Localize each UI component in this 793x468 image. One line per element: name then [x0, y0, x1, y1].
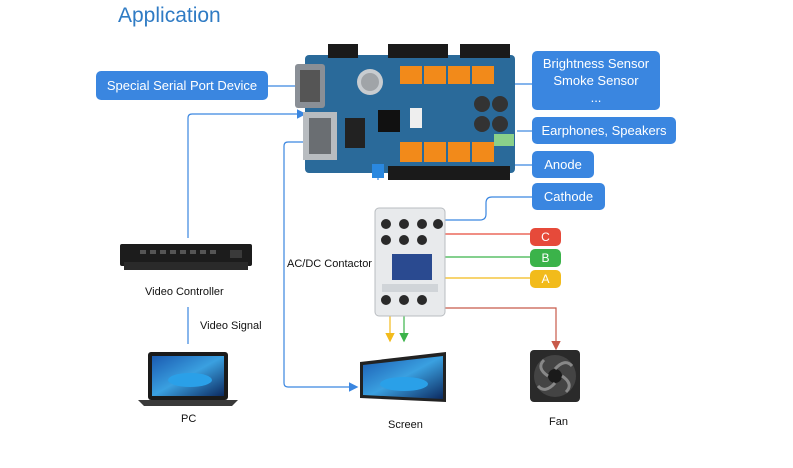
video-controller-device [120, 244, 252, 270]
brightness-sensor-label: Brightness Sensor [542, 56, 650, 71]
anode-box: Anode [532, 151, 594, 178]
phase-b-pill: B [530, 249, 561, 267]
sensor-box: Brightness Sensor Smoke Sensor ... [532, 51, 660, 110]
earphones-speakers-box: Earphones, Speakers [532, 117, 676, 144]
video-signal-label: Video Signal [200, 320, 262, 332]
phase-a-pill: A [530, 270, 561, 288]
fan-device [530, 350, 580, 402]
contactor-device [374, 207, 446, 317]
sensor-more-label: ... [590, 90, 602, 105]
pc-laptop [138, 352, 238, 406]
phase-c-pill: C [530, 228, 561, 246]
video-controller-label: Video Controller [145, 286, 224, 298]
screen-label: Screen [388, 419, 423, 431]
serial-port-device-box: Special Serial Port Device [96, 71, 268, 100]
smoke-sensor-label: Smoke Sensor [553, 73, 639, 88]
contactor-label: AC/DC Contactor [287, 258, 372, 270]
page-title: Application [118, 4, 221, 27]
controller-board [295, 44, 515, 180]
cathode-box: Cathode [532, 183, 605, 210]
screen-display [360, 352, 446, 402]
fan-label: Fan [549, 416, 568, 428]
pc-label: PC [181, 413, 197, 425]
